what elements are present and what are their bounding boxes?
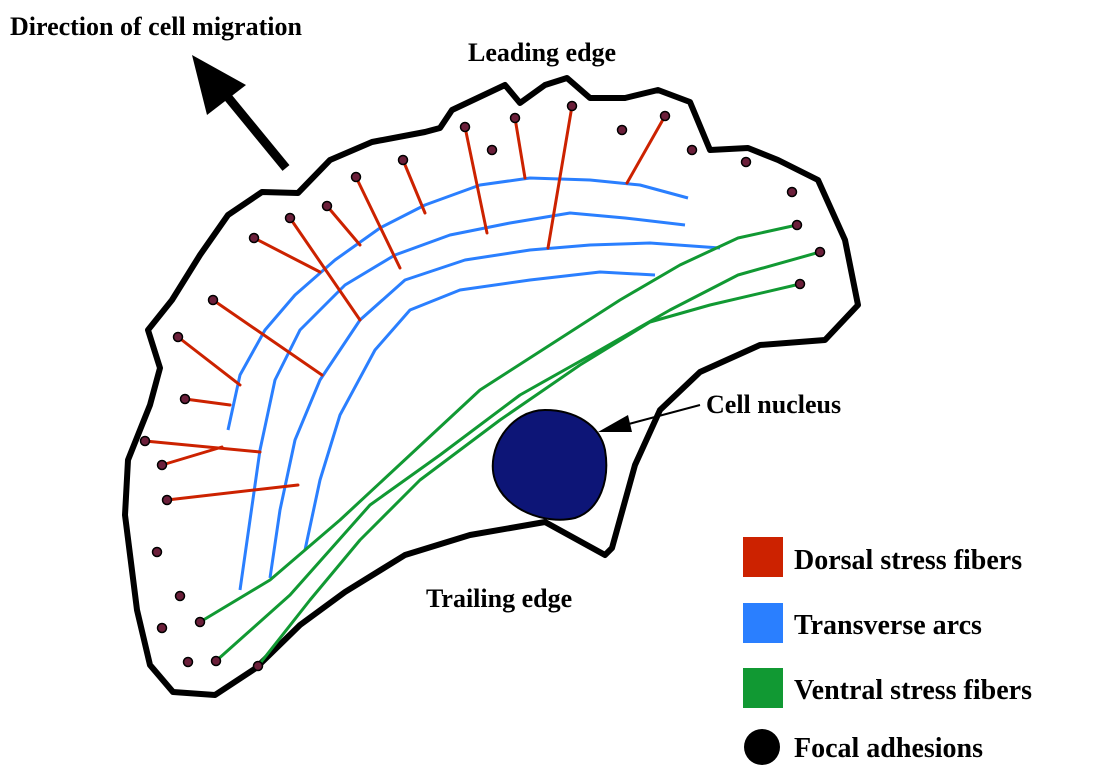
focal-adhesion (196, 618, 205, 627)
focal-adhesion (661, 112, 670, 121)
focal-adhesion (153, 548, 162, 557)
legend-label-dorsal: Dorsal stress fibers (794, 547, 1022, 575)
focal-adhesion (511, 114, 520, 123)
focal-adhesion (254, 662, 263, 671)
focal-adhesion (163, 496, 172, 505)
focal-adhesion (742, 158, 751, 167)
focal-adhesion (158, 624, 167, 633)
legend-label-ventral: Ventral stress fibers (794, 677, 1032, 705)
focal-adhesion (816, 248, 825, 257)
focal-adhesion (184, 658, 193, 667)
focal-adhesion (688, 146, 697, 155)
focal-adhesion (796, 280, 805, 289)
focal-adhesion (793, 221, 802, 230)
migration-direction-arrow (192, 55, 286, 168)
legend-swatch-dorsal (743, 537, 783, 577)
focal-adhesion (352, 173, 361, 182)
focal-adhesion (158, 461, 167, 470)
focal-adhesion (209, 296, 218, 305)
focal-adhesion (250, 234, 259, 243)
focal-adhesion (286, 214, 295, 223)
focal-adhesion (323, 202, 332, 211)
focal-adhesion (618, 126, 627, 135)
legend-label-transverse: Transverse arcs (794, 612, 982, 640)
cell-nucleus (493, 410, 606, 520)
focal-adhesion (488, 146, 497, 155)
focal-adhesion (181, 395, 190, 404)
focal-adhesion (176, 592, 185, 601)
focal-adhesion (399, 156, 408, 165)
legend-swatch-adhesion (744, 729, 780, 765)
leading-edge-label: Leading edge (468, 40, 616, 66)
legend-swatch-transverse (743, 603, 783, 643)
focal-adhesion (461, 123, 470, 132)
legend-label-adhesion: Focal adhesions (794, 735, 983, 763)
focal-adhesion (788, 188, 797, 197)
focal-adhesion (212, 657, 221, 666)
legend-swatch-ventral (743, 668, 783, 708)
focal-adhesion (141, 437, 150, 446)
direction-label: Direction of cell migration (10, 14, 302, 40)
cell-nucleus-label: Cell nucleus (706, 392, 841, 418)
focal-adhesion (174, 333, 183, 342)
focal-adhesion (568, 102, 577, 111)
trailing-edge-label: Trailing edge (426, 586, 572, 612)
